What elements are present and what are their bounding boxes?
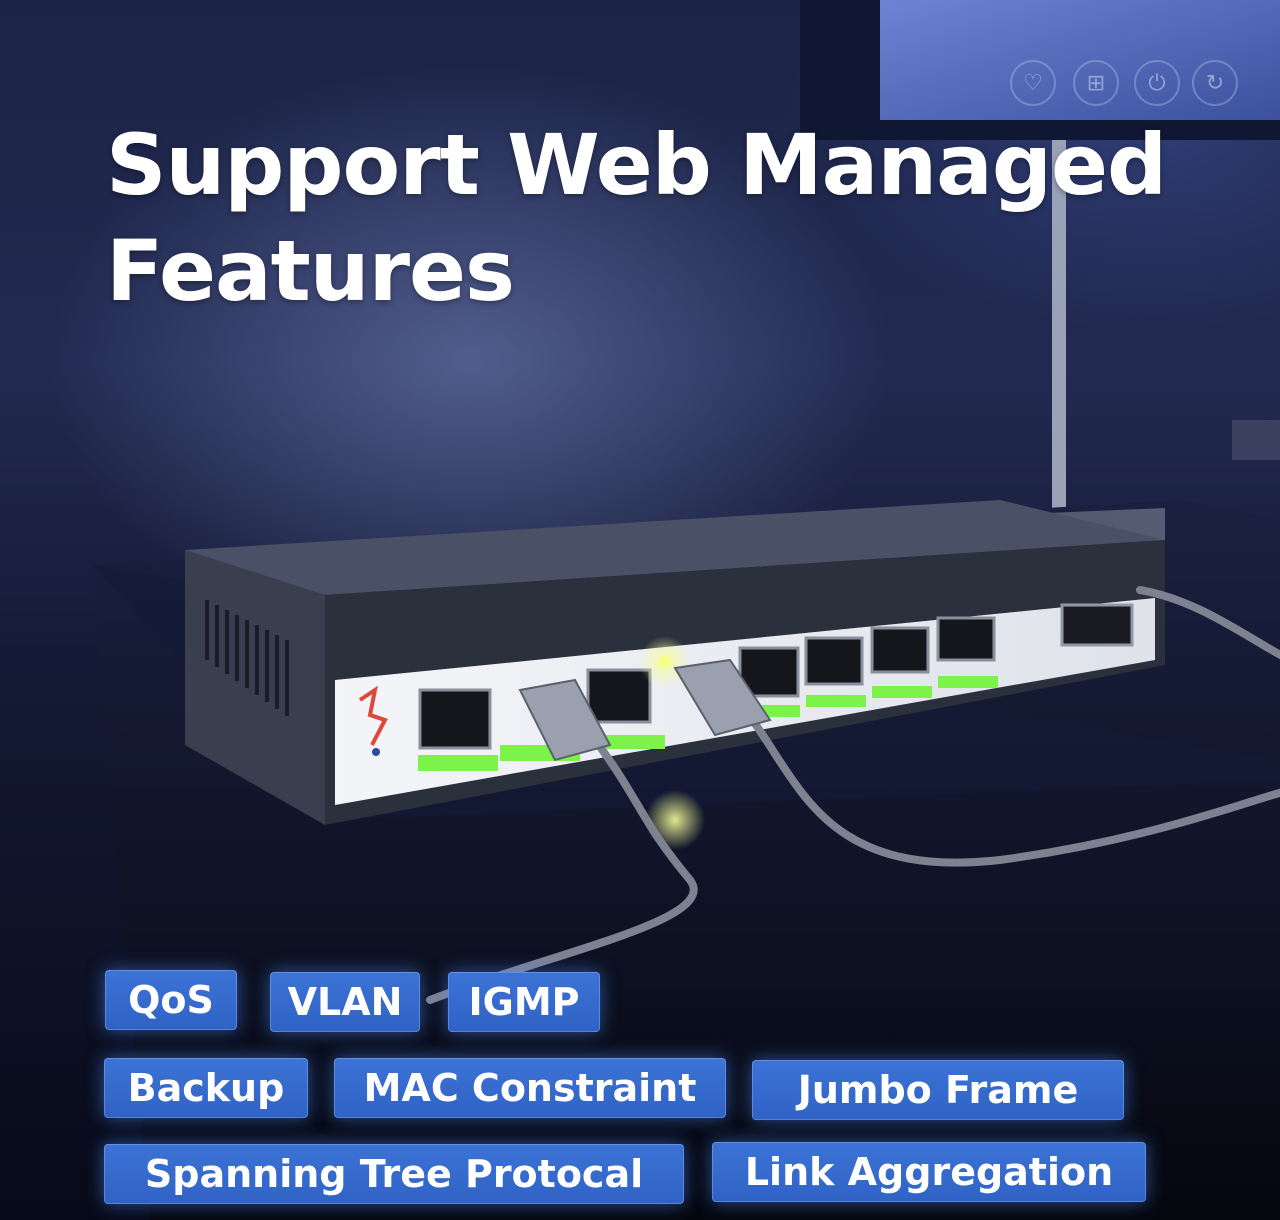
feature-badge-vlan: VLAN: [270, 972, 420, 1032]
headline-line-2: Features: [106, 222, 515, 320]
headline-line-1: Support Web Managed: [106, 116, 1167, 214]
page-title: Support Web Managed Features: [106, 112, 1206, 324]
feature-badge-igmp: IGMP: [448, 972, 600, 1032]
feature-badge-jumbo-frame: Jumbo Frame: [752, 1060, 1124, 1120]
feature-badge-spanning-tree: Spanning Tree Protocal: [104, 1144, 684, 1204]
feature-badge-link-aggregation: Link Aggregation: [712, 1142, 1146, 1202]
feature-badge-mac-constraint: MAC Constraint: [334, 1058, 726, 1118]
feature-badge-qos: QoS: [105, 970, 237, 1030]
power-icon: ⏻: [1134, 60, 1180, 106]
feature-badge-backup: Backup: [104, 1058, 308, 1118]
plus-box-icon: ⊞: [1073, 60, 1119, 106]
heart-icon: ♡: [1010, 60, 1056, 106]
refresh-icon: ↻: [1192, 60, 1238, 106]
ethernet-cables: [426, 586, 1280, 1004]
cable-plugs: [518, 658, 772, 762]
